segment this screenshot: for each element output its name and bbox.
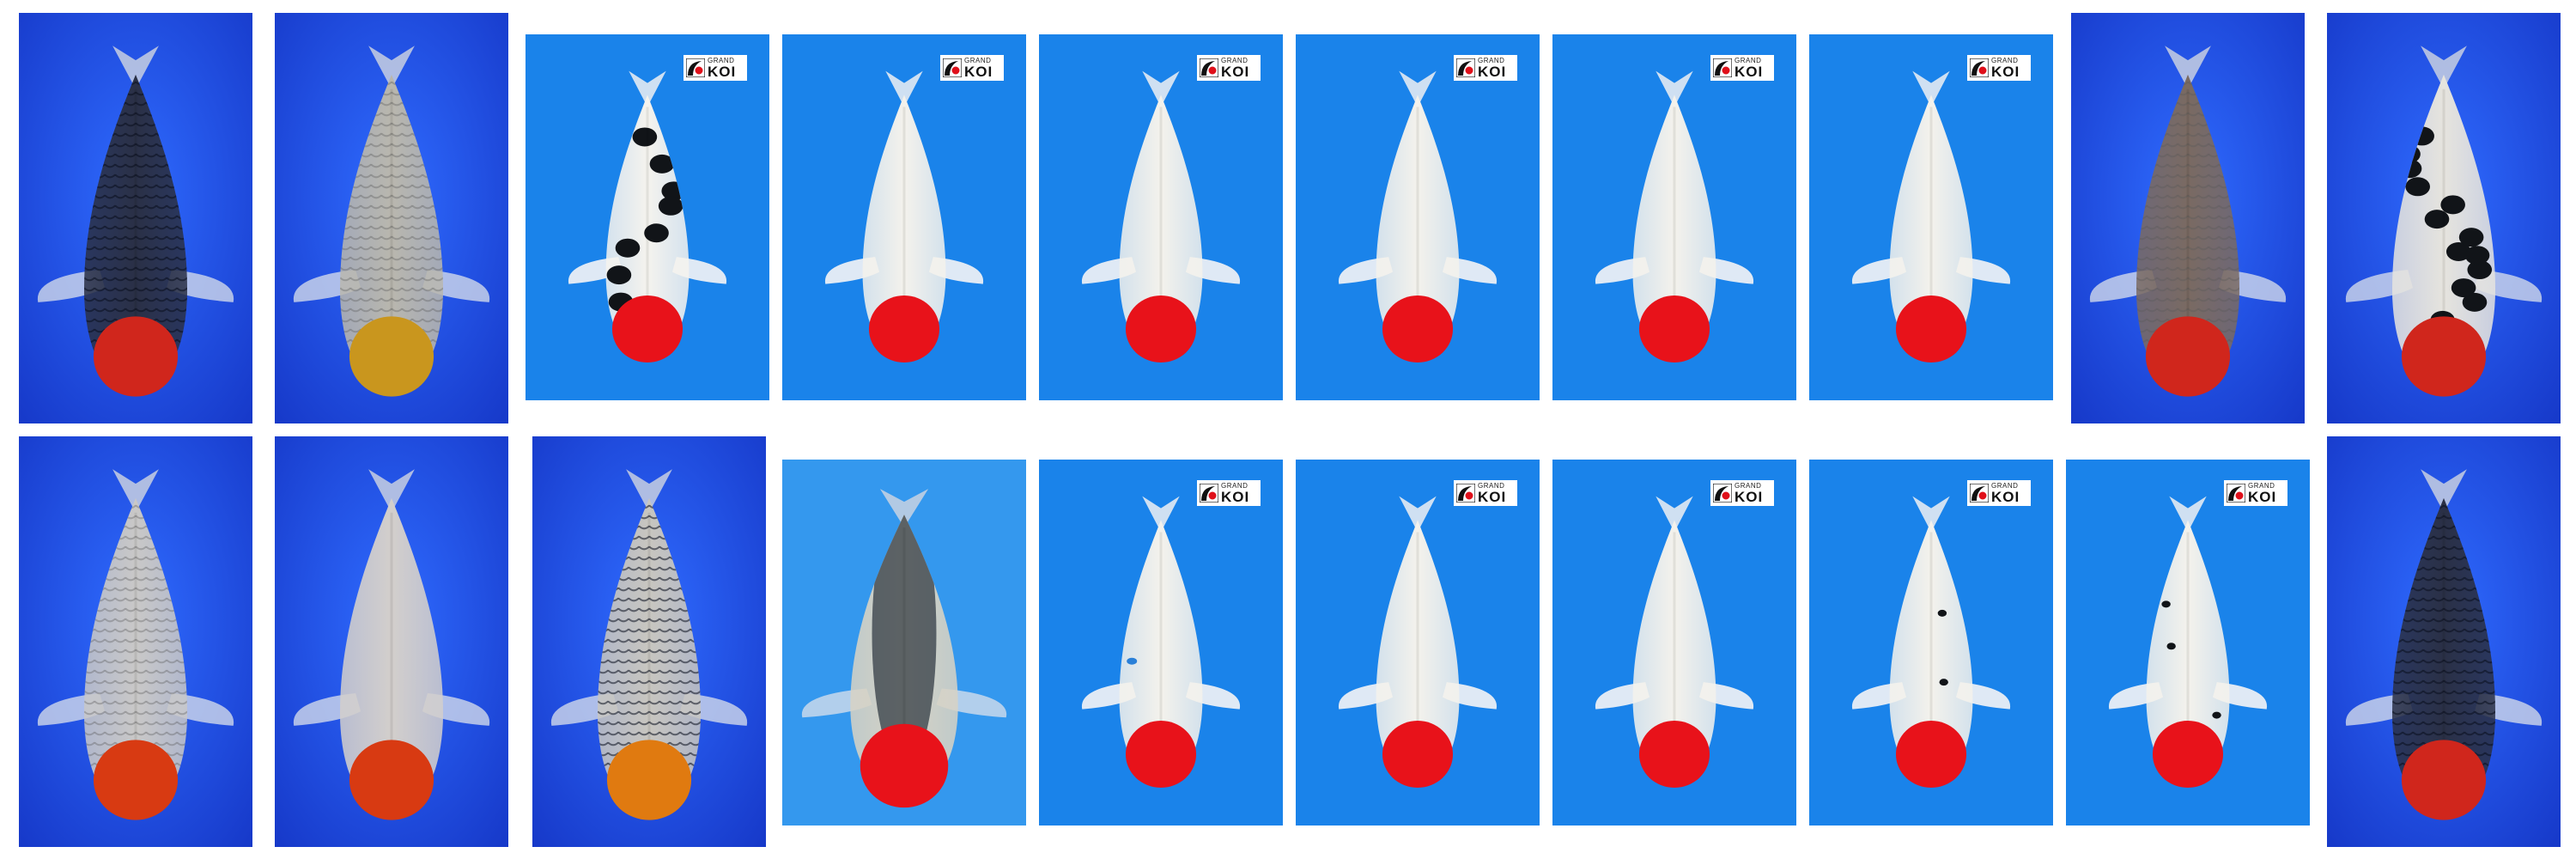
koi-photo-14 bbox=[782, 460, 1026, 825]
logo-line-1: GRAND bbox=[964, 56, 992, 64]
logo-line-2: KOI bbox=[708, 63, 737, 80]
grand-koi-logo-icon bbox=[1200, 58, 1218, 77]
koi-photo-12 bbox=[275, 436, 508, 847]
koi-photo-9 bbox=[2071, 13, 2305, 423]
koi-fish bbox=[2345, 46, 2543, 397]
logo-line-1: GRAND bbox=[1991, 481, 2019, 490]
logo-line-1: GRAND bbox=[1478, 56, 1505, 64]
koi-fish bbox=[37, 469, 234, 820]
koi-fish bbox=[1081, 496, 1241, 789]
logo-line-2: KOI bbox=[1991, 488, 2020, 505]
logo-line-2: KOI bbox=[1478, 63, 1507, 80]
koi-fish bbox=[824, 70, 984, 363]
koi-fish bbox=[568, 70, 727, 363]
logo-line-1: GRAND bbox=[1478, 481, 1505, 490]
logo-line-2: KOI bbox=[1478, 488, 1507, 505]
grand-koi-logo-icon bbox=[943, 58, 962, 77]
koi-fish bbox=[1081, 70, 1241, 363]
logo-line-1: GRAND bbox=[708, 56, 735, 64]
koi-fish bbox=[1595, 496, 1754, 789]
grand-koi-logo-icon bbox=[1713, 58, 1732, 77]
grand-koi-logo-icon bbox=[1713, 484, 1732, 503]
logo-line-1: GRAND bbox=[1991, 56, 2019, 64]
logo-line-2: KOI bbox=[1221, 488, 1250, 505]
koi-fish bbox=[1851, 496, 2011, 789]
grand-koi-logo-icon bbox=[1970, 58, 1989, 77]
grand-koi-logo-icon bbox=[686, 58, 705, 77]
koi-fish bbox=[1595, 70, 1754, 363]
logo-line-1: GRAND bbox=[1221, 56, 1249, 64]
logo-line-2: KOI bbox=[1735, 63, 1764, 80]
logo-line-2: KOI bbox=[964, 63, 993, 80]
grand-koi-logo-icon bbox=[1456, 484, 1475, 503]
koi-photo-20 bbox=[2327, 436, 2561, 847]
koi-fish bbox=[1851, 70, 2011, 363]
grand-koi-logo-icon bbox=[2227, 484, 2245, 503]
koi-photo-2 bbox=[275, 13, 508, 423]
koi-photo-13 bbox=[532, 436, 766, 847]
logo-line-1: GRAND bbox=[2248, 481, 2275, 490]
koi-fish bbox=[2089, 46, 2287, 397]
koi-photo-1 bbox=[19, 13, 252, 423]
logo-line-1: GRAND bbox=[1735, 56, 1762, 64]
koi-photo-11 bbox=[19, 436, 252, 847]
logo-line-1: GRAND bbox=[1735, 481, 1762, 490]
grand-koi-logo-icon bbox=[1970, 484, 1989, 503]
koi-photo-10 bbox=[2327, 13, 2561, 423]
koi-fish bbox=[1338, 496, 1498, 789]
logo-line-2: KOI bbox=[2248, 488, 2277, 505]
koi-fish bbox=[1338, 70, 1498, 363]
grand-koi-logo-icon bbox=[1200, 484, 1218, 503]
koi-fish bbox=[293, 469, 490, 820]
grand-koi-logo-icon bbox=[1456, 58, 1475, 77]
koi-fish bbox=[2108, 496, 2268, 789]
logo-line-1: GRAND bbox=[1221, 481, 1249, 490]
logo-line-2: KOI bbox=[1735, 488, 1764, 505]
logo-line-2: KOI bbox=[1221, 63, 1250, 80]
koi-fish bbox=[801, 489, 1007, 808]
koi-fish bbox=[550, 469, 748, 820]
logo-line-2: KOI bbox=[1991, 63, 2020, 80]
